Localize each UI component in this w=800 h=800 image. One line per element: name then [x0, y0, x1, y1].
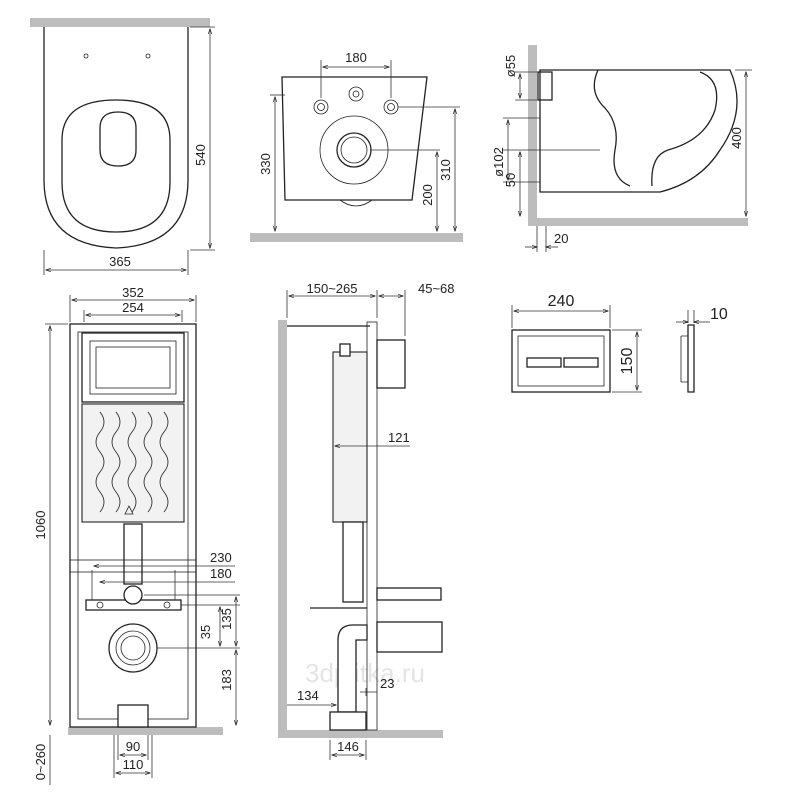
bowl-inner-curve: [593, 69, 631, 187]
inlet-hole: [348, 86, 364, 102]
cistern: [81, 403, 185, 523]
floor-strip: [278, 730, 443, 738]
dim-length: 540: [193, 144, 208, 166]
outlet-connector: [376, 621, 443, 653]
inlet-connector: [123, 585, 143, 605]
bowl-rim: [61, 99, 171, 233]
fixing-hole: [96, 601, 104, 609]
dim-fixing-height: 310: [438, 159, 453, 181]
floor-strip: [250, 233, 463, 242]
dim-135: 135: [219, 608, 234, 630]
flush-key-left: [526, 357, 562, 368]
foot: [329, 711, 367, 731]
dim-23: 23: [380, 676, 394, 691]
fixing-hole: [145, 53, 151, 59]
drain-pipe: [342, 521, 364, 603]
dim-outlet: ø102: [491, 147, 506, 177]
wall-strip: [528, 45, 537, 225]
dim-height: 330: [258, 153, 273, 175]
dim-height: 400: [729, 127, 744, 149]
dim-inlet: ø55: [503, 55, 518, 77]
dim-width: 365: [109, 254, 131, 269]
dim-button-depth: 45~68: [418, 281, 455, 296]
frame-front-view: 352 254 1060 0~260 230 180 35 135 183 90…: [33, 285, 240, 785]
dim-hole-spacing: 180: [345, 50, 367, 65]
dim-depth: 150~265: [307, 281, 358, 296]
dim-height: 150: [619, 348, 636, 375]
dim-inner-width: 254: [122, 300, 144, 315]
dim-wall-gap: 20: [554, 231, 568, 246]
flush-button-front-view: 240 150: [511, 293, 642, 393]
inlet-pipe: [123, 523, 143, 585]
flush-button-side-view: 10: [676, 306, 728, 393]
dim-thickness: 10: [710, 306, 728, 323]
dim-146: 146: [337, 739, 359, 754]
dim-leg-adjust: 0~260: [33, 744, 48, 781]
floor-strip: [68, 727, 223, 735]
dim-121: 121: [388, 430, 410, 445]
flush-plate-side: [687, 324, 695, 393]
brand-mark-icon: [124, 505, 134, 515]
dim-outlet-height: 200: [420, 184, 435, 206]
fixing-hole: [383, 99, 399, 115]
dim-width: 240: [548, 293, 575, 310]
floor-strip: [528, 218, 748, 226]
button-housing: [376, 339, 406, 389]
wall-strip: [278, 320, 287, 738]
bowl-outline: [43, 27, 189, 249]
outlet-hole: [336, 132, 372, 168]
dim-bolt-spacing-inner: 180: [210, 566, 232, 581]
foot: [117, 704, 149, 728]
dim-height: 1060: [33, 511, 48, 540]
bowl-opening: [99, 111, 137, 167]
dim-offset: 50: [503, 173, 518, 187]
dim-134: 134: [297, 688, 319, 703]
service-opening: [81, 332, 185, 403]
fixing-hole: [163, 601, 171, 609]
cistern-side: [332, 351, 368, 523]
wall-strip: [30, 18, 210, 27]
dim-foot-90: 90: [126, 739, 140, 754]
dim-35: 35: [198, 625, 213, 639]
fixing-hole: [313, 99, 329, 115]
bowl-side-view: ø55 ø102 50 400 20: [491, 45, 752, 252]
watermark: 3dplitka.ru: [305, 658, 425, 688]
bowl-top-view: 540 365: [30, 18, 215, 275]
frame-side-view: 150~265 45~68 121 134 23 146: [278, 281, 455, 760]
frame-post: [366, 321, 378, 731]
inlet-pipe: [537, 71, 553, 101]
dim-outer-width: 352: [122, 285, 144, 300]
fixing-hole: [83, 53, 89, 59]
inlet-connector: [376, 587, 442, 601]
dim-183: 183: [219, 669, 234, 691]
flush-key-right: [563, 357, 599, 368]
bowl-back-outline: [281, 76, 428, 201]
dim-bolt-spacing-outer: 230: [210, 550, 232, 565]
outlet-elbow: [337, 624, 368, 713]
bowl-rear-view: 180 330 200 310: [250, 50, 463, 242]
dim-foot-110: 110: [123, 757, 144, 772]
bowl-side-outline: [539, 69, 738, 193]
